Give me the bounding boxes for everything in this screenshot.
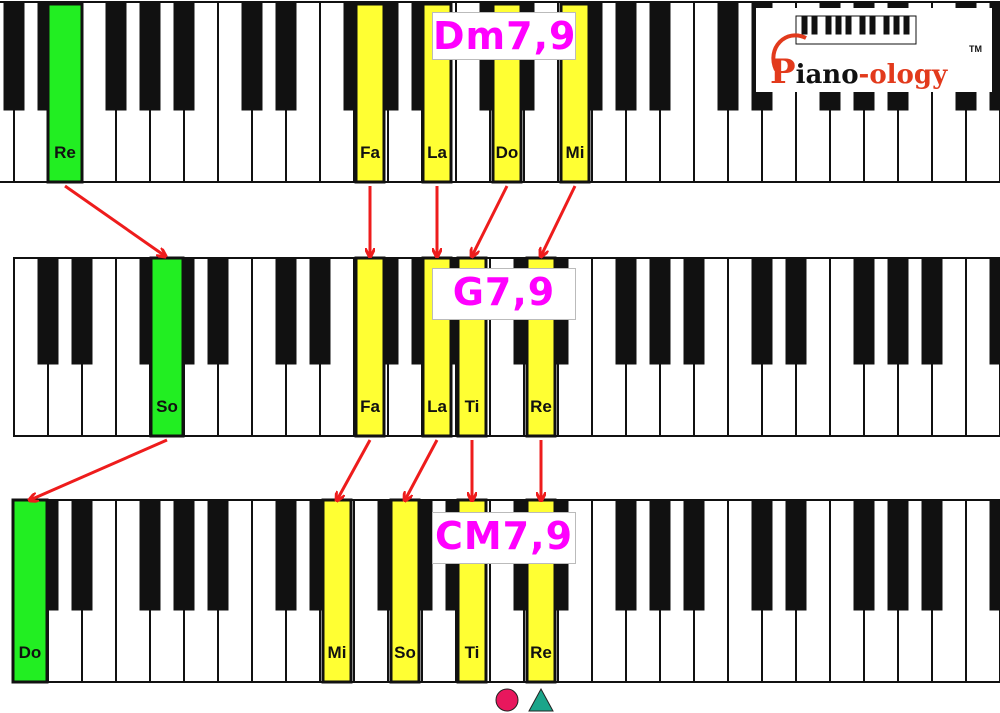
logo-text: Piano-ology <box>770 52 948 92</box>
chord-label-dm79: Dm7,9 <box>432 12 577 60</box>
black-key[interactable] <box>989 257 1000 365</box>
black-key[interactable] <box>615 499 637 611</box>
note-label: Ti <box>465 643 480 662</box>
voice-leading-arrow <box>30 438 168 500</box>
black-key[interactable] <box>173 499 195 611</box>
voice-leading-arrow <box>472 185 509 256</box>
black-key[interactable] <box>275 257 297 365</box>
black-key[interactable] <box>71 257 93 365</box>
black-key[interactable] <box>309 257 331 365</box>
key-highlight-so[interactable]: So <box>149 256 185 438</box>
note-label: Fa <box>360 143 380 162</box>
black-key[interactable] <box>649 1 671 111</box>
black-key[interactable] <box>785 499 807 611</box>
black-key[interactable] <box>275 1 297 111</box>
black-key[interactable] <box>683 257 705 365</box>
black-key[interactable] <box>683 499 705 611</box>
black-key[interactable] <box>649 499 671 611</box>
circle-marker <box>495 688 519 712</box>
black-key[interactable] <box>71 499 93 611</box>
chord-label-g79: G7,9 <box>432 268 576 320</box>
key-highlight-do[interactable]: Do <box>11 498 49 684</box>
note-label: Fa <box>360 397 380 416</box>
black-key[interactable] <box>139 499 161 611</box>
note-label: Ti <box>465 397 480 416</box>
black-key[interactable] <box>751 257 773 365</box>
note-label: Re <box>530 397 552 416</box>
black-key[interactable] <box>785 257 807 365</box>
black-key[interactable] <box>921 499 943 611</box>
note-label: Do <box>496 143 519 162</box>
voice-leading-arrow <box>337 439 372 500</box>
black-key[interactable] <box>207 499 229 611</box>
key-highlight-so[interactable]: So <box>389 498 421 684</box>
key-highlight-re[interactable]: Re <box>46 2 84 184</box>
black-key[interactable] <box>887 257 909 365</box>
voice-leading-arrow <box>541 185 577 256</box>
black-key[interactable] <box>717 1 739 111</box>
key-highlight-mi[interactable]: Mi <box>321 498 353 684</box>
black-key[interactable] <box>989 499 1000 611</box>
black-key[interactable] <box>649 257 671 365</box>
note-label: So <box>156 397 178 416</box>
black-key[interactable] <box>853 257 875 365</box>
black-key[interactable] <box>173 1 195 111</box>
logo-keys-graphic <box>771 15 917 71</box>
black-key[interactable] <box>139 1 161 111</box>
triangle-marker <box>528 688 554 712</box>
black-key[interactable] <box>615 1 637 111</box>
black-key[interactable] <box>751 499 773 611</box>
piano-ology-logo: Piano-ology TM <box>756 8 992 92</box>
black-key[interactable] <box>241 1 263 111</box>
note-label: Re <box>54 143 76 162</box>
keyboard-g79: So Fa La Ti Re <box>0 256 1000 440</box>
black-key[interactable] <box>207 257 229 365</box>
black-key[interactable] <box>615 257 637 365</box>
black-key[interactable] <box>3 1 25 111</box>
black-key[interactable] <box>37 257 59 365</box>
voice-leading-arrow <box>405 439 439 500</box>
note-label: La <box>427 143 447 162</box>
black-key[interactable] <box>853 499 875 611</box>
note-label: Mi <box>566 143 585 162</box>
note-label: Mi <box>328 643 347 662</box>
chord-label-cm79: CM7,9 <box>432 512 576 564</box>
note-label: La <box>427 397 447 416</box>
note-label: So <box>394 643 416 662</box>
voice-leading-arrow <box>64 184 165 256</box>
note-label: Do <box>19 643 42 662</box>
black-key[interactable] <box>275 499 297 611</box>
key-highlight-fa[interactable]: Fa <box>354 256 386 438</box>
black-key[interactable] <box>887 499 909 611</box>
key-highlight-fa[interactable]: Fa <box>354 2 386 184</box>
note-label: Re <box>530 643 552 662</box>
black-key[interactable] <box>921 257 943 365</box>
black-key[interactable] <box>105 1 127 111</box>
trademark-symbol: TM <box>969 44 982 54</box>
